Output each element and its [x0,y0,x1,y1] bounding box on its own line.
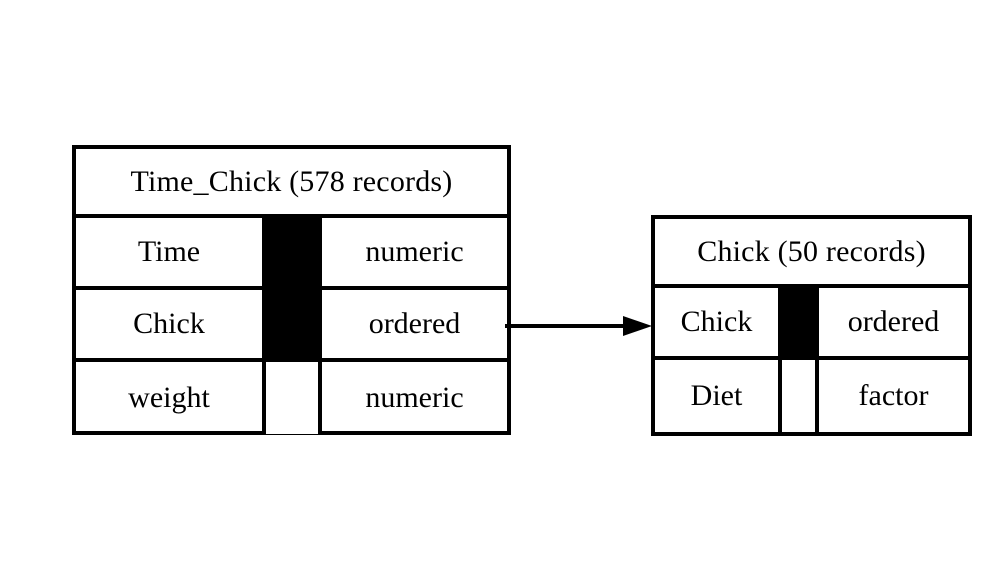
field-name: Time [76,218,266,286]
entity-table-time-chick[interactable]: Time_Chick (578 records) Time numeric Ch… [72,145,511,435]
entity-header-time-chick: Time_Chick (578 records) [76,149,507,218]
key-marker-icon [782,360,819,432]
field-name: Chick [76,290,266,358]
key-marker-icon [782,288,819,356]
field-type: ordered [847,305,940,338]
field-row[interactable]: Time numeric [76,218,507,290]
key-marker-icon [266,218,322,286]
key-marker-icon [266,362,322,434]
field-name: Diet [655,360,782,432]
field-row[interactable]: weight numeric [76,362,507,434]
entity-table-chick[interactable]: Chick (50 records) Chick ordered Diet fa… [651,215,972,436]
relationship-arrow-icon [505,316,652,336]
field-type: numeric [365,235,464,268]
field-type: factor [858,379,929,412]
field-name: weight [76,362,266,434]
field-row[interactable]: Chick ordered [76,290,507,362]
key-marker-icon [266,290,322,358]
field-row[interactable]: Diet factor [655,360,968,432]
field-type: ordered [368,307,461,340]
field-name: Chick [655,288,782,356]
field-row[interactable]: Chick ordered [655,288,968,360]
entity-header-chick: Chick (50 records) [655,219,968,288]
field-type: numeric [365,381,464,414]
